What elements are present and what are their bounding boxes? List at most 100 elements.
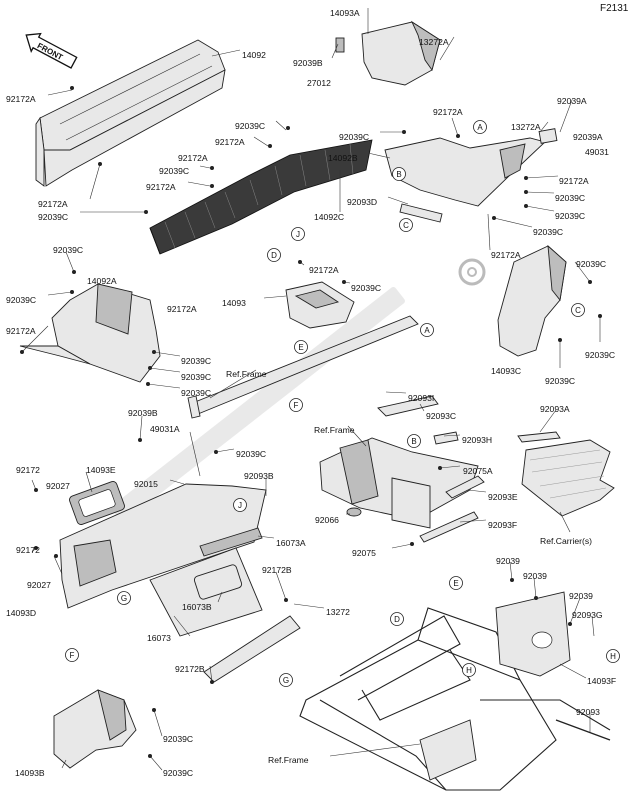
- part-label-l24: 92039C: [555, 193, 585, 203]
- part-label-l27: 92172A: [491, 250, 521, 260]
- callout-letter: A: [424, 326, 430, 335]
- part-label-l62: 92093B: [244, 471, 274, 481]
- callout-circle: [291, 227, 305, 241]
- ref-frame-main: [299, 607, 611, 791]
- part-label-l14: 92172A: [433, 107, 463, 117]
- part-label-l54: Ref.Carrier(s): [540, 536, 592, 546]
- part-label-l15: 92039C: [339, 132, 369, 142]
- callout-B2: B: [407, 434, 421, 448]
- part-label-l41: 14093C: [491, 366, 521, 376]
- part-14093A-cover: [335, 20, 441, 86]
- callout-D1: D: [267, 248, 281, 262]
- part-label-l79: 14093B: [15, 768, 45, 778]
- callout-letter: B: [411, 437, 416, 446]
- part-label-l09: 92172A: [178, 153, 208, 163]
- callout-letter: A: [477, 123, 483, 132]
- part-label-l40: 92039C: [585, 350, 615, 360]
- part-label-l18: 14092C: [314, 212, 344, 222]
- callout-circle: [117, 591, 131, 605]
- part-label-l57: 92039C: [236, 449, 266, 459]
- part-label-l17: 92093D: [347, 197, 377, 207]
- callout-circle: [267, 248, 281, 262]
- part-label-l26: 92039C: [533, 227, 563, 237]
- part-14093E-grommet-plate: [69, 481, 125, 525]
- part-label-l47: 92093A: [540, 404, 570, 414]
- callout-C2: C: [571, 303, 585, 317]
- part-label-l01: 14093A: [330, 8, 360, 18]
- callout-A2: A: [420, 323, 434, 337]
- part-label-l02: 13272A: [419, 37, 449, 47]
- part-14093C-side-cover: [497, 244, 567, 357]
- part-label-l80: 92039C: [163, 768, 193, 778]
- callout-H1: H: [462, 663, 476, 677]
- ref-frame-center: [319, 395, 485, 543]
- callout-E1: E: [294, 340, 308, 354]
- part-label-l75: 92093G: [572, 610, 603, 620]
- part-label-l52: 92093F: [488, 520, 517, 530]
- callout-letter: E: [453, 579, 458, 588]
- callout-circle: [606, 649, 620, 663]
- callout-letter: G: [121, 594, 127, 603]
- part-label-l81: Ref.Frame: [268, 755, 309, 765]
- callout-circle: [233, 498, 247, 512]
- part-label-l06: 92172A: [6, 94, 36, 104]
- callout-letter: D: [271, 251, 277, 260]
- callout-G2: G: [279, 673, 293, 687]
- part-label-l73: 92039: [523, 571, 547, 581]
- part-13272-plate: [203, 615, 301, 683]
- part-label-l56: 49031A: [150, 424, 180, 434]
- part-label-l28: 92039C: [53, 245, 83, 255]
- part-14093B-cover: [53, 689, 137, 769]
- callout-letter: F: [294, 401, 299, 410]
- callout-F2: F: [65, 648, 79, 662]
- callout-letter: G: [283, 676, 289, 685]
- callout-letter: J: [238, 501, 242, 510]
- callout-circle: [420, 323, 434, 337]
- callout-letter: F: [70, 651, 75, 660]
- part-label-l53: 92075: [352, 548, 376, 558]
- callout-A1: A: [473, 120, 487, 134]
- part-label-l51: 92066: [315, 515, 339, 525]
- part-number-labels: 14093A13272A92039B270121409292172A92039C…: [6, 8, 616, 778]
- part-label-l30: 14092A: [87, 276, 117, 286]
- part-label-l22: 49031: [585, 147, 609, 157]
- callout-B1: B: [392, 167, 406, 181]
- part-14093F-panel: [495, 591, 571, 677]
- part-label-l76: 14093F: [587, 676, 616, 686]
- ref-frame-crossbar: [187, 315, 419, 419]
- part-label-l68: 13272: [326, 607, 350, 617]
- part-label-l66: 14093D: [6, 608, 36, 618]
- part-label-l38: 14093: [222, 298, 246, 308]
- watermark-logo: [111, 286, 405, 522]
- part-label-l63: 16073A: [276, 538, 306, 548]
- fastener-markers: [20, 86, 602, 758]
- part-label-l48: 92093H: [462, 435, 492, 445]
- part-label-l20: 13272A: [511, 122, 541, 132]
- callout-letter: H: [466, 666, 472, 675]
- part-label-l32: 92172A: [167, 304, 197, 314]
- callout-circle: [289, 398, 303, 412]
- part-label-l55: 92039B: [128, 408, 158, 418]
- callout-letter: J: [296, 230, 300, 239]
- part-label-l42: 92039C: [545, 376, 575, 386]
- part-14092C-mesh-floor: [149, 139, 373, 255]
- part-label-l65: 92027: [27, 580, 51, 590]
- part-label-l64: 92172: [16, 545, 40, 555]
- part-14093D-panel: [59, 483, 267, 609]
- part-label-l61: 92015: [134, 479, 158, 489]
- part-label-l46: 92093C: [426, 411, 456, 421]
- ref-carrier-panel: [517, 431, 615, 517]
- part-label-l10: 92039C: [159, 166, 189, 176]
- part-label-l11: 92172A: [146, 182, 176, 192]
- callout-E2: E: [449, 576, 463, 590]
- part-label-l35: 92039C: [181, 388, 211, 398]
- part-14093-bracket: [285, 281, 355, 329]
- part-14092A-shield: [19, 283, 161, 383]
- part-label-l21: 92039A: [573, 132, 603, 142]
- part-label-l77: 92093: [576, 707, 600, 717]
- callout-circle: [462, 663, 476, 677]
- part-label-l08: 92172A: [215, 137, 245, 147]
- callout-F1: F: [289, 398, 303, 412]
- part-label-l43: Ref.Frame: [226, 369, 267, 379]
- part-label-l59: 14093E: [86, 465, 116, 475]
